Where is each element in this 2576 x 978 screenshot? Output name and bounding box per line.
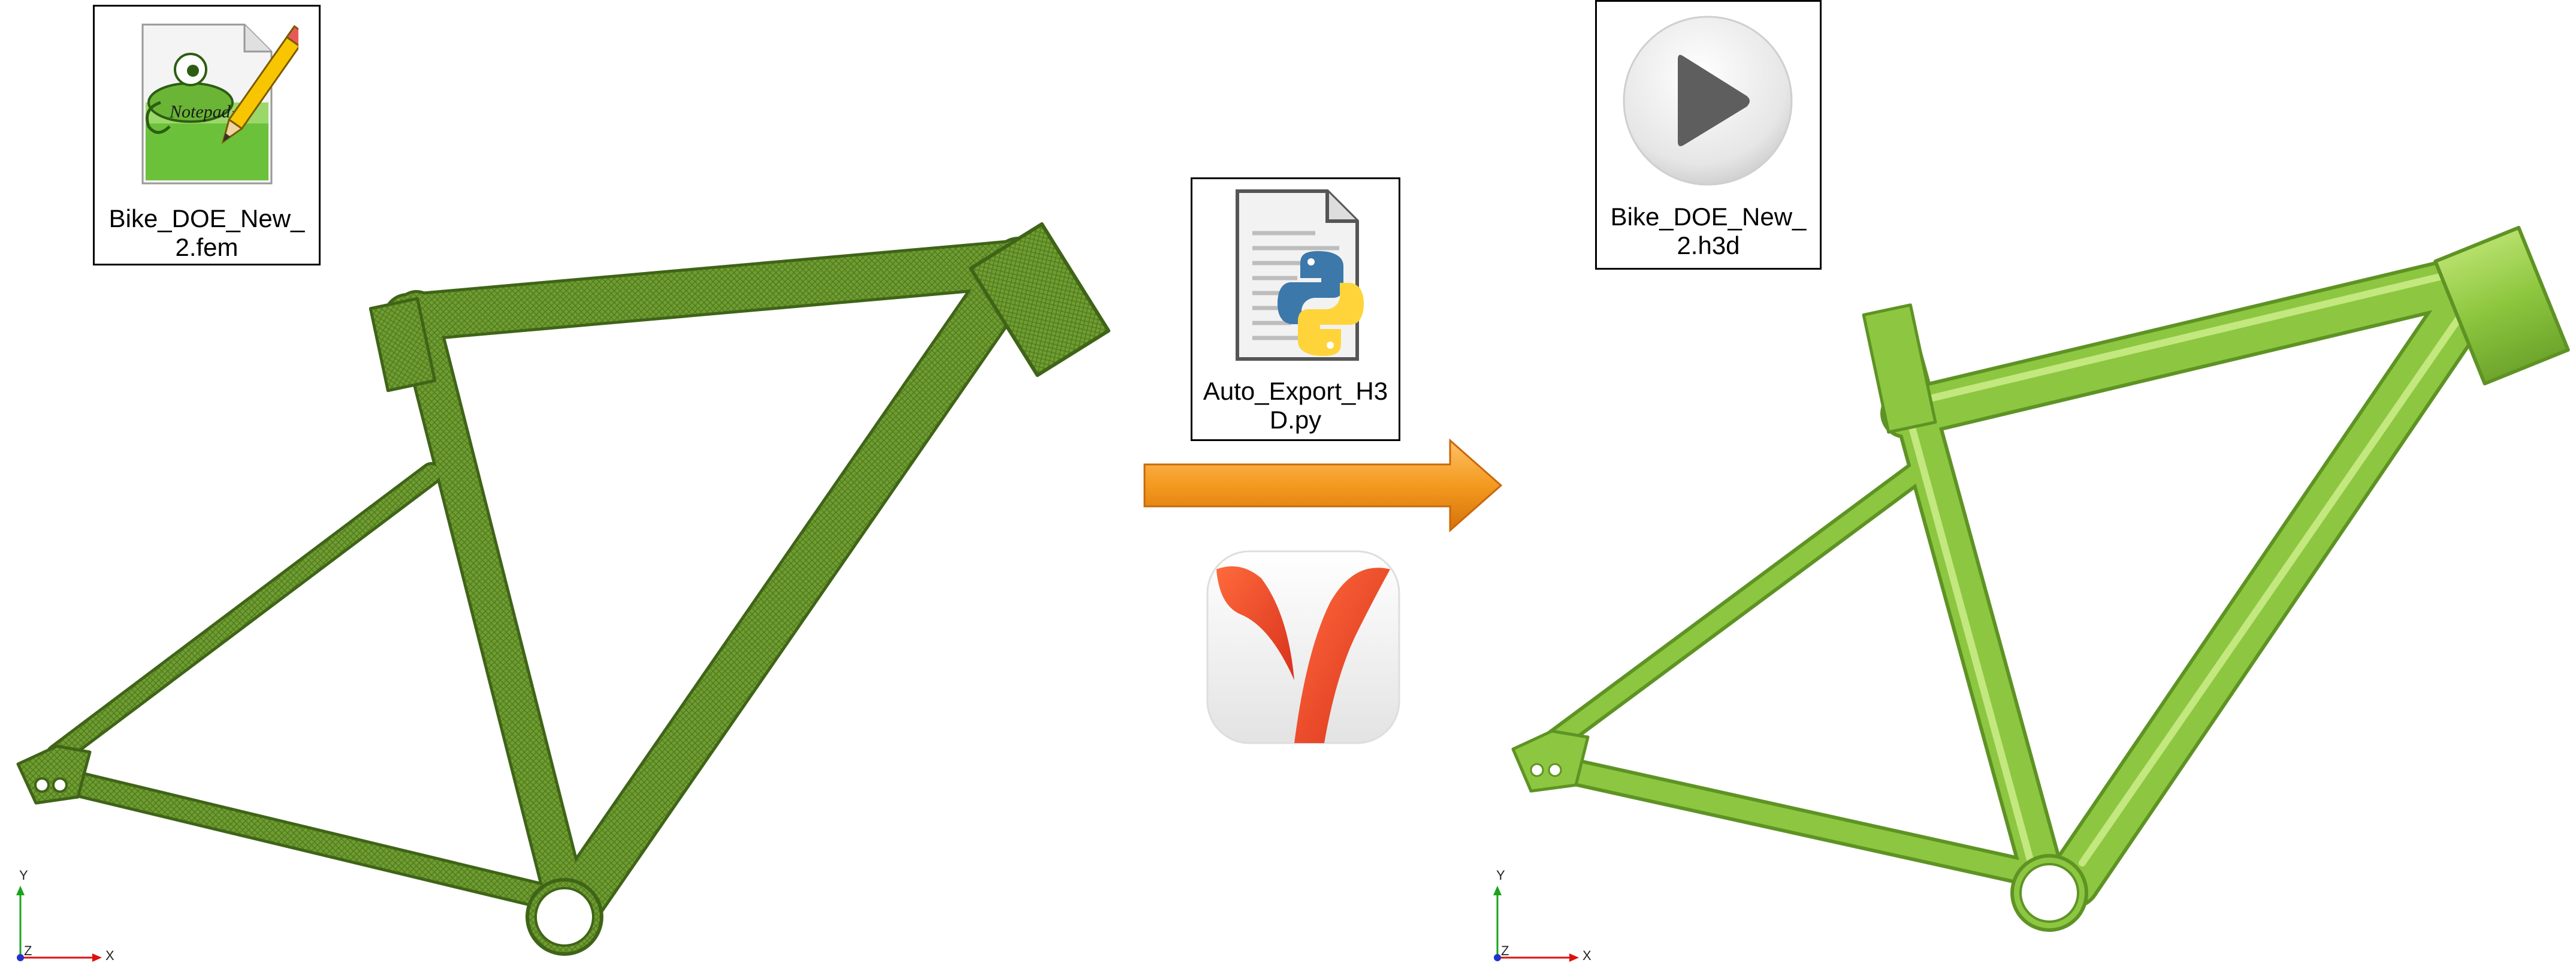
python-file-name-line2: D.py <box>1269 406 1322 434</box>
python-script-icon <box>1236 189 1364 361</box>
play-button-icon <box>1623 16 1793 186</box>
right-arrow-icon <box>1143 438 1503 533</box>
left-frame-tubes <box>16 222 1111 956</box>
meshed-bike-frame <box>16 222 1111 956</box>
left-triad-y-label: Y <box>19 868 28 883</box>
shaded-bike-frame <box>1511 225 2570 932</box>
fem-file-name-line1: Bike_DOE_New_ <box>108 204 305 233</box>
h3d-file-name-line2: 2.h3d <box>1677 231 1740 259</box>
h3d-file-name-line1: Bike_DOE_New_ <box>1610 203 1807 231</box>
h3d-file-tile[interactable]: Bike_DOE_New_ 2.h3d <box>1595 0 1822 270</box>
hyperworks-logo-icon <box>1206 550 1400 744</box>
right-frame-tubes <box>1511 225 2570 932</box>
left-triad-z-label: Z <box>24 943 32 958</box>
right-triad-x-label: X <box>1583 948 1591 963</box>
python-file-tile[interactable]: Auto_Export_H3 D.py <box>1191 177 1400 441</box>
notepad-plus-plus-icon: Notepad++ <box>141 23 298 185</box>
fem-file-tile[interactable]: Notepad++ Bike_DOE_New_ 2.fem <box>93 5 321 265</box>
left-triad-x-label: X <box>105 948 114 963</box>
fem-file-name-line2: 2.fem <box>175 233 238 261</box>
right-triad-z-label: Z <box>1501 943 1509 958</box>
python-file-name-line1: Auto_Export_H3 <box>1203 377 1388 405</box>
left-axis-triad: Y Z X <box>16 868 114 963</box>
right-triad-y-label: Y <box>1496 868 1505 883</box>
right-axis-triad: Y Z X <box>1493 868 1591 963</box>
